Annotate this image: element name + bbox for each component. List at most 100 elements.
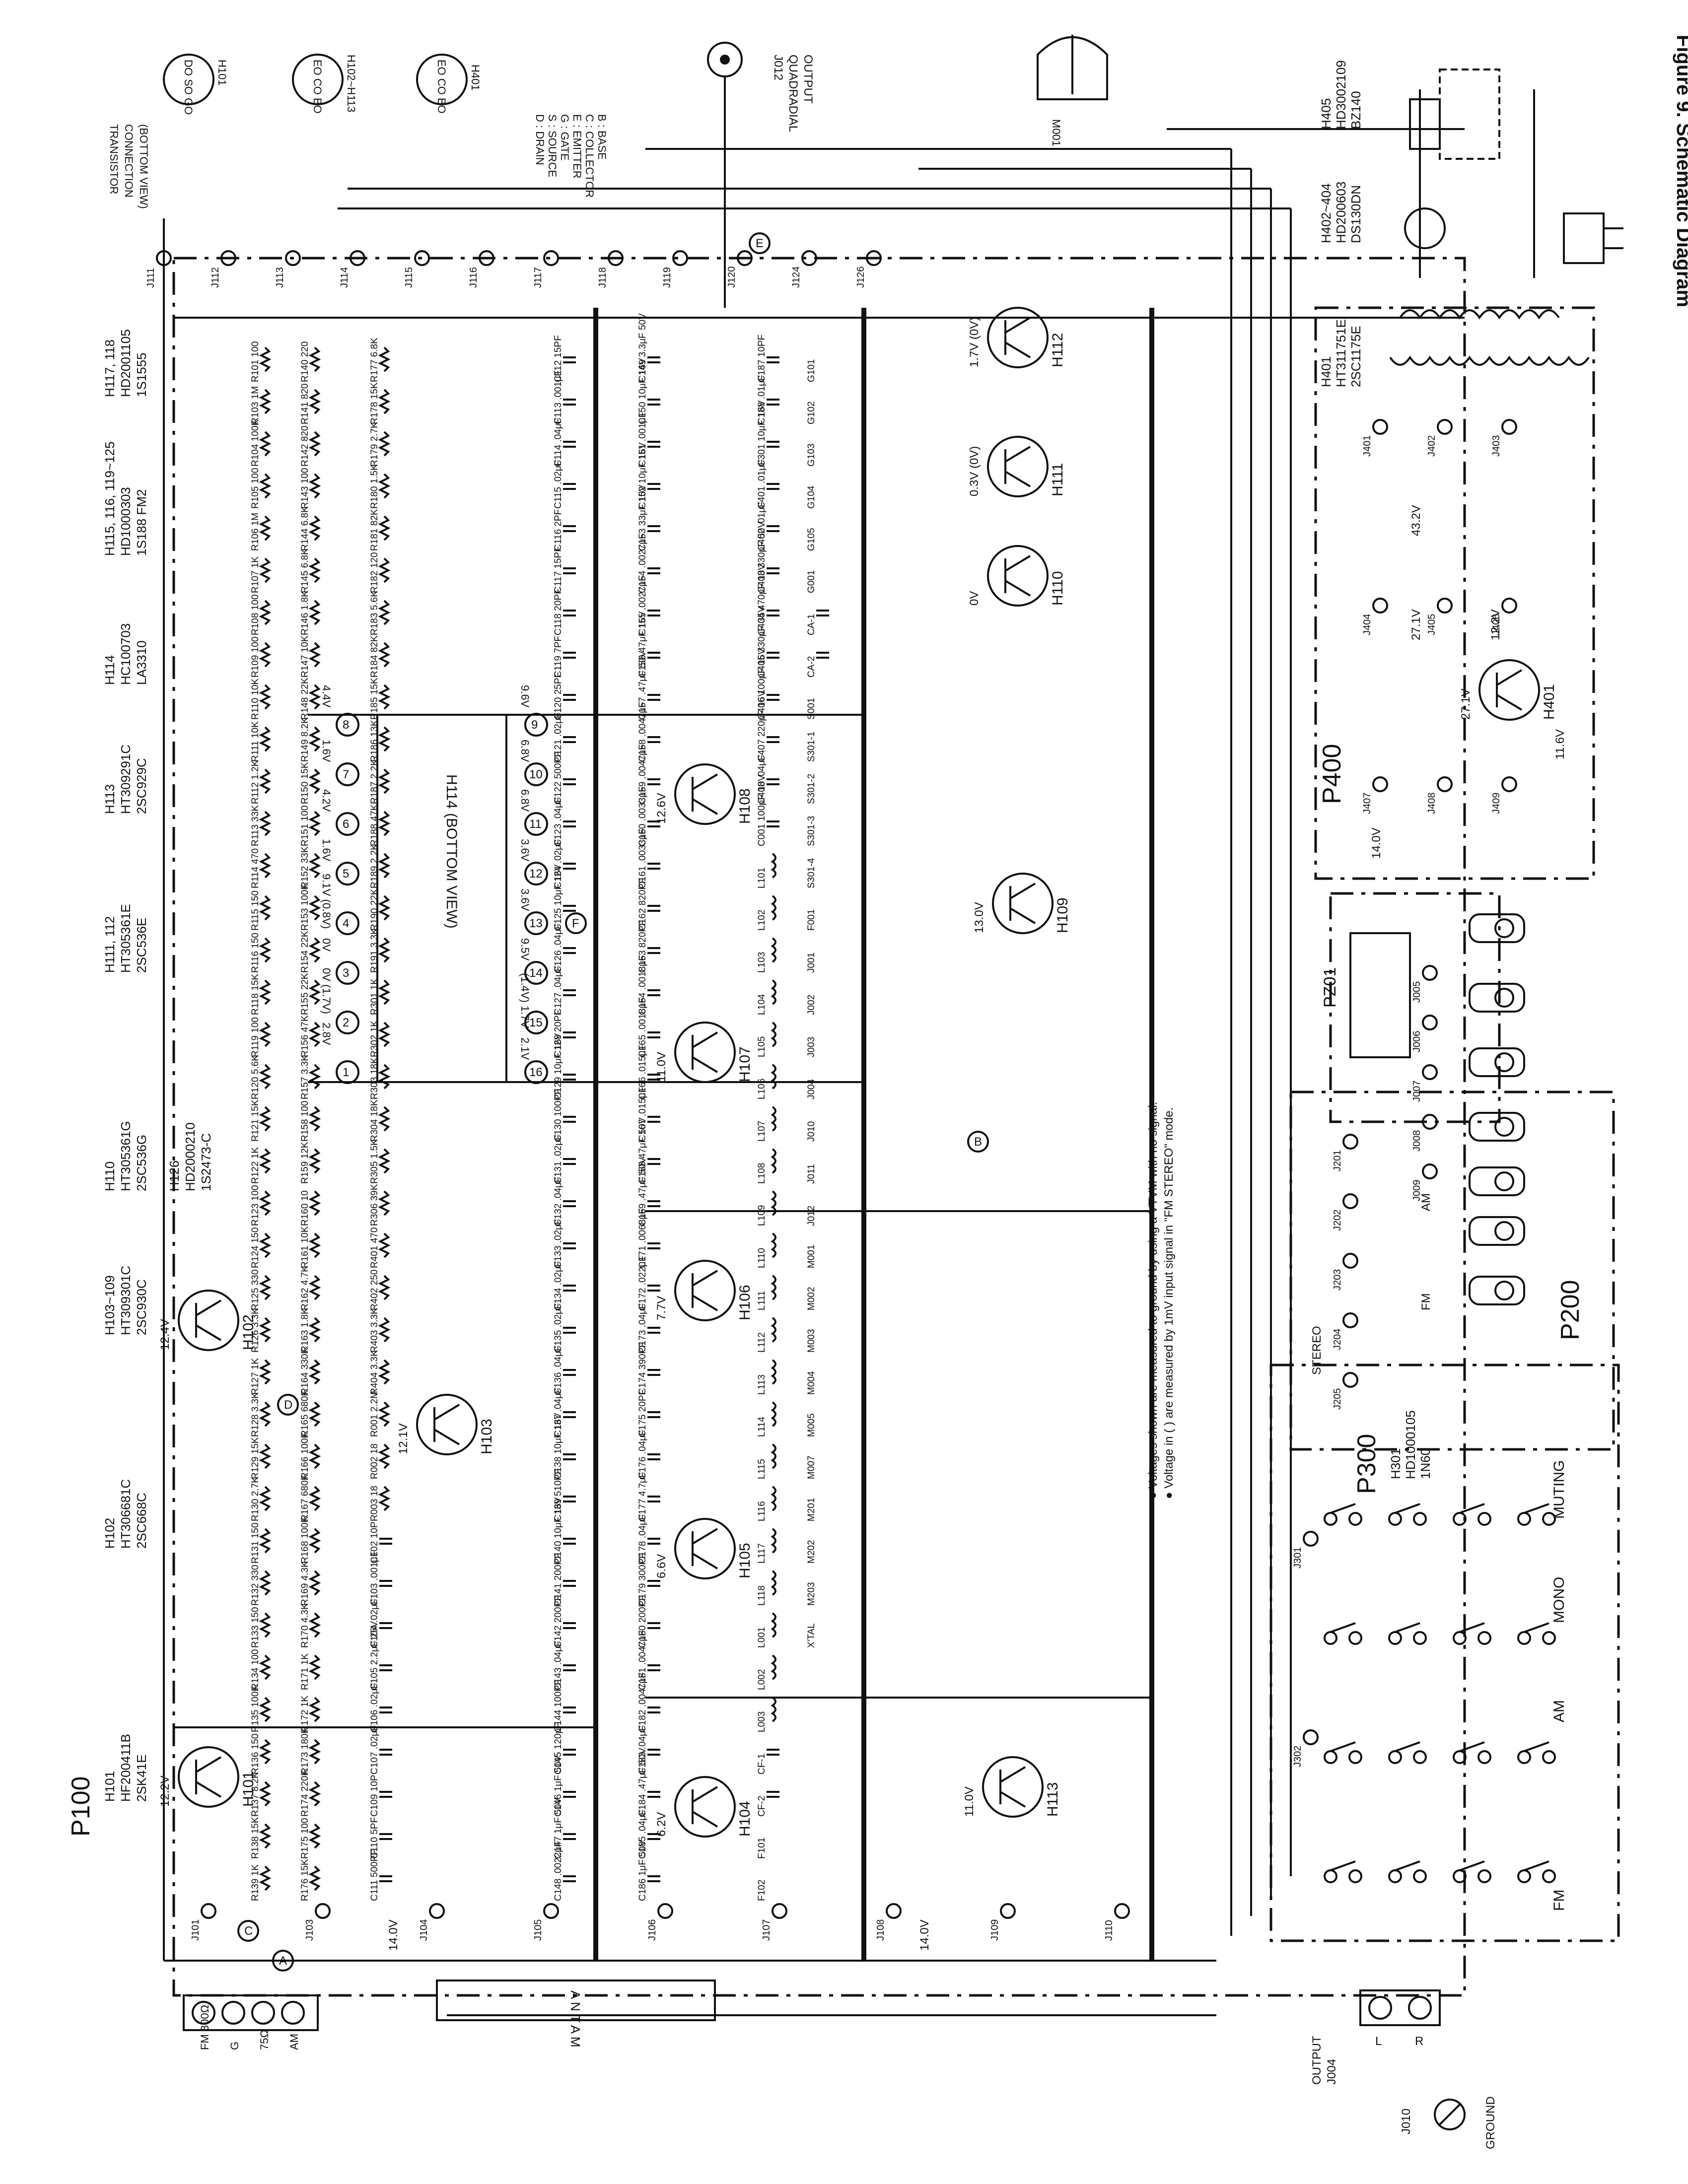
transistor-ref: H101 — [240, 1771, 257, 1807]
component-label: R175 100 — [300, 1818, 310, 1859]
resistor-icon — [259, 1654, 272, 1680]
test-point-b: B — [967, 1131, 989, 1153]
resistor-icon — [378, 937, 391, 963]
component-label: C138 10μF 16V — [553, 1413, 563, 1479]
resistor-icon — [308, 1275, 321, 1300]
svg-text:E: E — [756, 237, 764, 250]
component-label: R181 82K — [369, 509, 380, 551]
indicator-lamp — [1469, 1166, 1525, 1196]
svg-text:2SC1175E: 2SC1175E — [1348, 326, 1363, 387]
capacitor-icon — [647, 356, 660, 363]
capacitor-icon — [647, 1791, 660, 1798]
component-label: R138 15K — [250, 1817, 261, 1859]
output-label-2: J004 — [1325, 2059, 1338, 2085]
capacitor-icon — [767, 356, 779, 363]
transistor-voltage: 12.4V — [158, 1319, 172, 1350]
capacitor-icon — [379, 1791, 392, 1798]
component-label: R161 10K — [300, 1226, 310, 1268]
resistor-icon — [378, 853, 391, 879]
ic-pin-10: 106.8V — [519, 740, 548, 786]
capacitor-icon — [647, 1706, 660, 1713]
component-label: R144 6.8K — [300, 506, 310, 551]
ic-pin-15: 15(1.4V) 1.7V — [519, 973, 548, 1034]
svg-text:1S188 FM2: 1S188 FM2 — [134, 489, 149, 556]
capacitor-icon — [563, 1749, 576, 1756]
transistor-ref: H107 — [737, 1046, 753, 1082]
transistor-voltage: 12.1V — [397, 1423, 410, 1454]
svg-text:16: 16 — [529, 1066, 543, 1079]
capacitor-icon — [767, 736, 779, 743]
resistor-icon — [259, 1190, 272, 1216]
output-jack-block: OUTPUT J004 L R J010 GROUND — [1310, 1989, 1497, 2149]
component-label: C406 100μF 16V — [757, 648, 767, 720]
jack-j408: J408 — [1426, 776, 1453, 814]
resistor-icon — [378, 1486, 391, 1511]
component-label: R167 680K — [300, 1474, 310, 1521]
ant-terminal-g-icon[interactable] — [221, 2001, 245, 2025]
ant-terminal-75-icon[interactable] — [251, 2001, 275, 2025]
component-label: L104 — [757, 994, 767, 1015]
component-label: R302 1K — [369, 1021, 380, 1057]
svg-text:(1.4V) 1.7V: (1.4V) 1.7V — [519, 973, 531, 1028]
component-label: R164 330K — [300, 1348, 310, 1395]
indicator-lamp-group — [1349, 913, 1525, 1305]
jack-label: J101 — [190, 1919, 201, 1941]
output-r-jack-icon[interactable] — [1408, 1996, 1432, 2020]
capacitor-icon — [816, 610, 829, 616]
component-label: R190 22K — [369, 888, 380, 931]
svg-text:HT305361E: HT305361E — [118, 904, 133, 973]
component-label: R177 6.8K — [369, 338, 380, 382]
ground-label-1: J010 — [1400, 2109, 1413, 2134]
transistor-icon — [674, 1776, 736, 1838]
component-label: C151 .001μF — [637, 412, 648, 467]
jack-label: J408 — [1426, 793, 1437, 814]
svg-text:HT305361G: HT305361G — [118, 1121, 133, 1191]
resistor-icon — [378, 1359, 391, 1385]
transistor-voltage: 7.7V — [655, 1296, 668, 1320]
ant-terminal-label-fm: FM 300Ω — [199, 2005, 211, 2050]
ic-pin-12: 123.6V — [519, 839, 548, 886]
component-label: R113 33K — [250, 805, 261, 846]
jack-j409: J409 — [1491, 776, 1517, 814]
component-label: C112 15PF — [553, 335, 563, 382]
transistor-connection-block: TRANSISTOR CONNECTION (BOTTOM VIEW) DO S… — [108, 54, 608, 209]
ic-pin-13: 133.6V — [519, 888, 548, 935]
component-label: C122 500PF — [553, 751, 563, 804]
component-label: R172 1K — [300, 1696, 310, 1732]
component-label: R173 180K — [300, 1727, 310, 1774]
svg-text:H113: H113 — [102, 784, 117, 814]
ant-terminal-fm300-icon[interactable] — [192, 2001, 215, 2025]
component-label: R155 22K — [300, 973, 310, 1015]
ic-h114-label: H114 (BOTTOM VIEW) — [443, 774, 460, 929]
resistor-icon — [308, 1190, 321, 1216]
component-label: R189 2.2K — [369, 844, 380, 888]
component-label: R101 100 — [250, 341, 261, 382]
board-pz01-outline — [1329, 892, 1501, 1123]
jack-label: J402 — [1426, 435, 1437, 457]
ic-pin-1: 12.8V — [320, 1023, 359, 1084]
resistor-icon — [308, 726, 321, 752]
capacitor-icon — [563, 1158, 576, 1165]
capacitor-icon — [647, 1074, 660, 1081]
jack-label: J112 — [210, 267, 221, 288]
component-label: C105 2.2μF 25V — [369, 1621, 380, 1690]
jack-j120: J120 — [726, 250, 753, 288]
supply-v-4: 43.2V — [1409, 505, 1423, 536]
capacitor-icon — [647, 1158, 660, 1165]
component-label: L110 — [757, 1248, 767, 1268]
svg-text:2: 2 — [343, 1016, 349, 1029]
package-h102-ref: H102~H113 — [345, 55, 357, 112]
component-label: C109 10P — [369, 1774, 380, 1817]
component-label: R112 1.2K — [250, 760, 261, 804]
supply-v-7: 11.6V — [1553, 729, 1567, 759]
indicator-lamp — [1469, 1276, 1525, 1305]
ground-terminal-icon[interactable] — [1434, 2099, 1466, 2130]
capacitor-icon — [563, 1453, 576, 1460]
output-l-jack-icon[interactable] — [1368, 1996, 1392, 2020]
ant-terminal-am-icon[interactable] — [281, 2001, 305, 2025]
jack-label: J202 — [1332, 1210, 1343, 1231]
svg-text:2SC536E: 2SC536E — [134, 918, 149, 973]
